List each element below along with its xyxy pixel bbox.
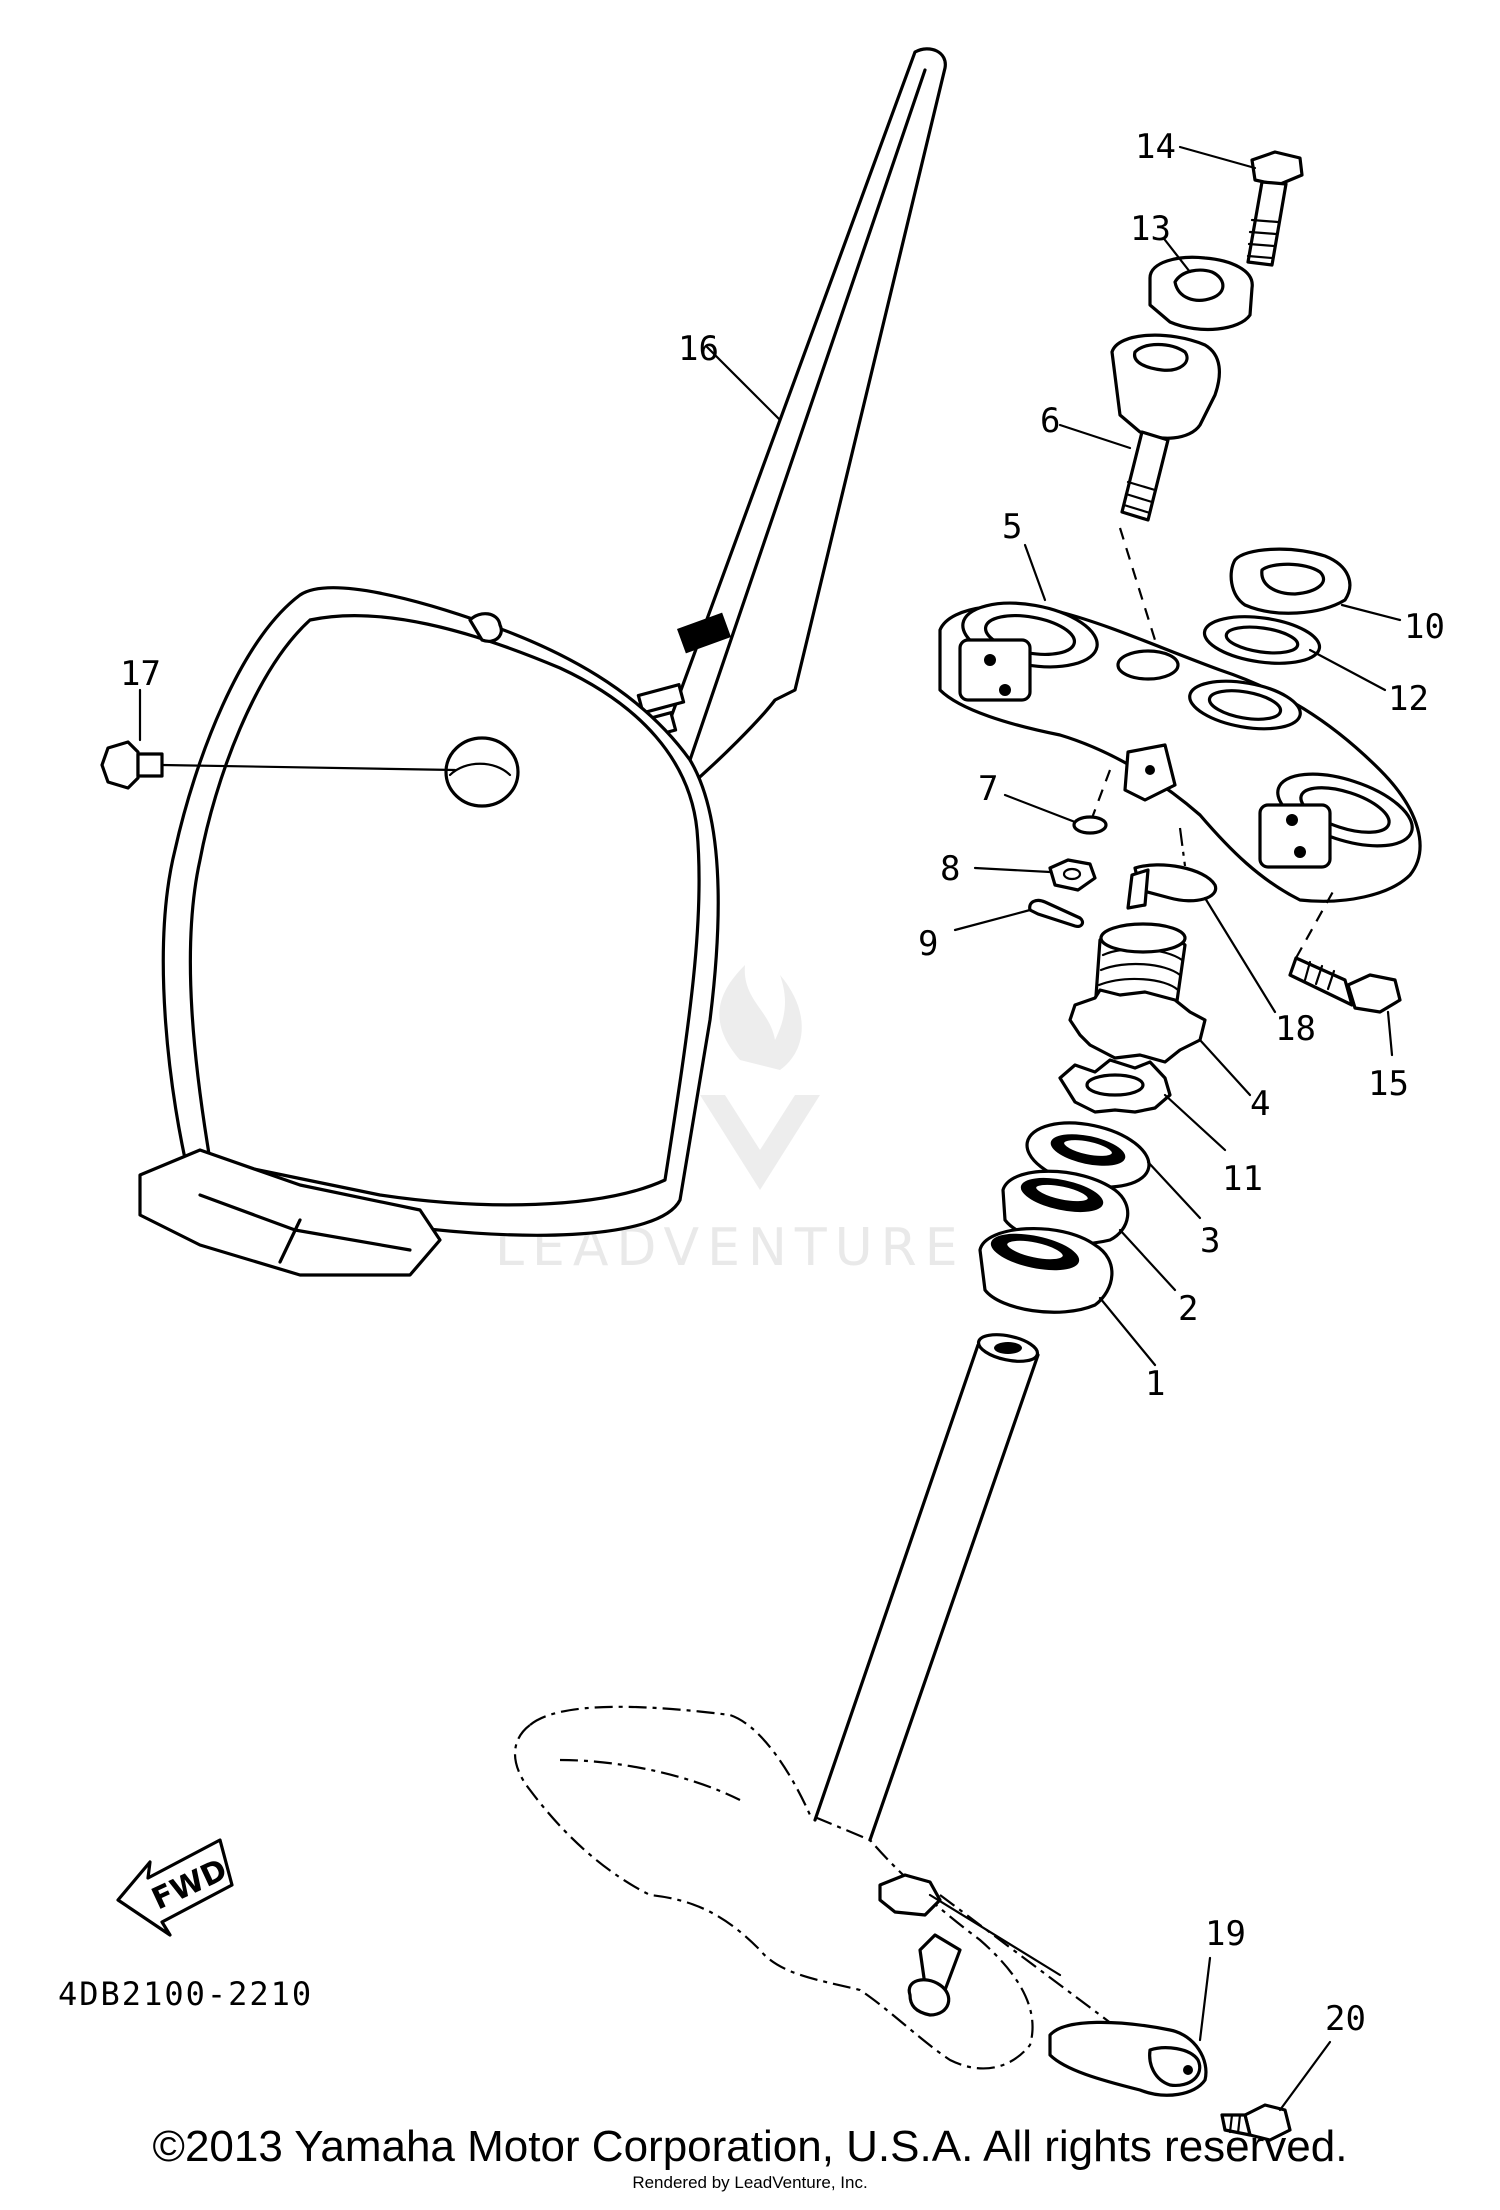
washer-7 <box>1072 769 1112 835</box>
label-5: 5 <box>1002 507 1022 547</box>
upper-bracket-5 <box>938 601 1422 903</box>
steering-stem <box>813 1333 1040 1842</box>
ring-nut-4 <box>1068 922 1207 1064</box>
cotter-pin-9 <box>1028 898 1085 928</box>
handlebar-holder-lower-6 <box>1110 333 1221 641</box>
label-20: 20 <box>1325 1999 1366 2039</box>
label-10: 10 <box>1404 607 1445 647</box>
fwd-arrow-icon: FWD <box>116 1838 234 1937</box>
label-15: 15 <box>1368 1064 1409 1104</box>
cable-guide-18 <box>1126 827 1218 910</box>
leader-lines <box>138 145 1402 2112</box>
label-4: 4 <box>1250 1084 1270 1124</box>
bolt-17 <box>100 736 520 808</box>
rendered-by-notice: Rendered by LeadVenture, Inc. <box>632 2173 868 2192</box>
steering-nut-10 <box>1229 547 1352 615</box>
label-9: 9 <box>918 924 938 964</box>
bolt-14 <box>1246 150 1304 267</box>
label-3: 3 <box>1200 1221 1220 1261</box>
label-16: 16 <box>678 329 719 369</box>
label-6: 6 <box>1040 401 1060 441</box>
part-number-labels: 1 2 3 4 5 6 7 8 9 10 11 12 13 14 15 16 1… <box>120 127 1445 2039</box>
handlebar-holder-upper-13 <box>1148 255 1254 332</box>
nut-8 <box>1048 858 1097 892</box>
bolt-20 <box>1220 2103 1292 2142</box>
label-17: 17 <box>120 654 161 694</box>
copyright-notice: ©2013 Yamaha Motor Corporation, U.S.A. A… <box>152 2122 1348 2171</box>
label-2: 2 <box>1178 1289 1198 1329</box>
bolt-15 <box>1288 887 1402 1014</box>
label-7: 7 <box>978 769 998 809</box>
label-13: 13 <box>1130 209 1171 249</box>
watermark-logo <box>700 965 820 1190</box>
label-11: 11 <box>1222 1159 1263 1199</box>
label-8: 8 <box>940 849 960 889</box>
drawing-code: 4DB2100-2210 <box>58 1975 313 2013</box>
label-14: 14 <box>1135 127 1176 167</box>
label-18: 18 <box>1275 1009 1316 1049</box>
bearing-1 <box>978 1227 1114 1314</box>
clamp-19 <box>1048 2020 1208 2097</box>
washer-12 <box>1202 615 1322 665</box>
label-12: 12 <box>1388 679 1429 719</box>
label-19: 19 <box>1205 1914 1246 1954</box>
bearing-2 <box>1001 1169 1130 1246</box>
label-1: 1 <box>1145 1364 1165 1404</box>
number-plate-16 <box>138 47 947 1277</box>
lock-washer-11 <box>1058 1058 1172 1114</box>
under-bracket <box>513 1705 1121 2070</box>
bracket-tab <box>1123 743 1177 802</box>
